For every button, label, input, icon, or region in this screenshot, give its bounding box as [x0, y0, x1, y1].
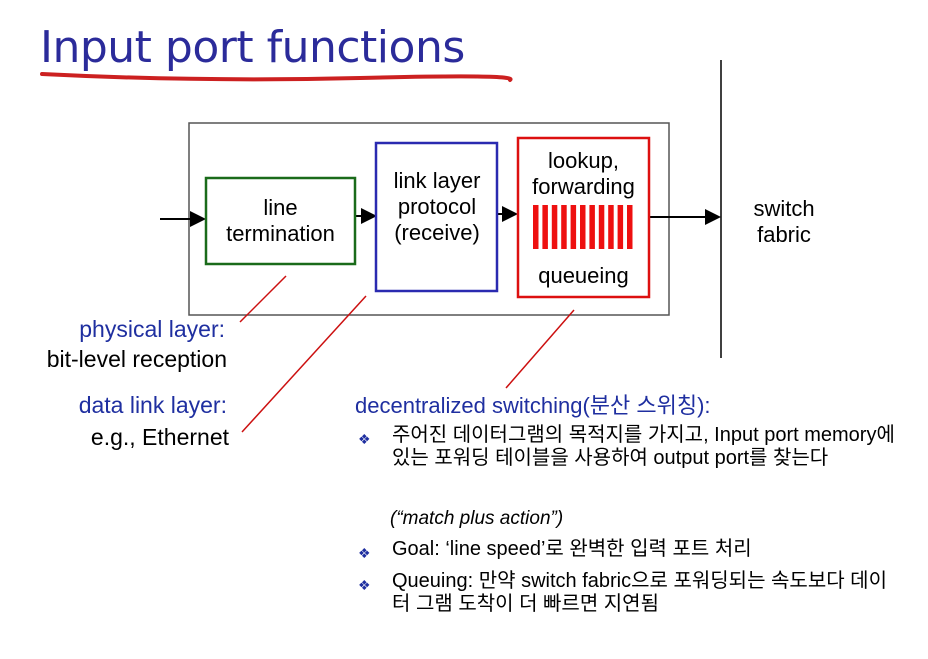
bullet-item: ❖ 주어진 데이터그램의 목적지를 가지고, Input port memory…: [358, 424, 918, 470]
bullet-diamond-icon: ❖: [358, 577, 371, 593]
pointer-datalink: [241, 295, 367, 433]
title-underline: [40, 72, 513, 82]
queue-bar: [551, 205, 558, 249]
queue-bar: [561, 205, 567, 249]
page-title: Input port functions: [40, 22, 465, 73]
bullet-item: ❖ Queuing: 만약 switch fabric으로 포워딩되는 속도보다…: [358, 570, 918, 616]
match-note: (“match plus action”): [390, 508, 564, 529]
queue-bars: [533, 205, 633, 249]
queue-bar: [542, 205, 548, 249]
bullet-diamond-icon: ❖: [358, 545, 371, 561]
switch-fabric-label: switch fabric: [753, 196, 815, 247]
queue-bar: [608, 205, 614, 249]
queue-bar: [617, 205, 624, 249]
line-termination-label: line termination: [226, 195, 335, 246]
bullet-item: ❖ Goal: ‘line speed’로 완벽한 입력 포트 처리: [358, 538, 918, 565]
decentralized-heading: decentralized switching(분산 스위칭):: [355, 393, 711, 418]
queue-bar: [570, 205, 577, 249]
queueing-label: queueing: [538, 263, 629, 288]
link-layer-box: [374, 141, 499, 293]
queue-bar: [580, 205, 586, 249]
bullet-text: Goal: ‘line speed’로 완벽한 입력 포트 처리: [392, 538, 752, 560]
bullet-diamond-icon: ❖: [358, 431, 371, 447]
pointer-decentralized: [505, 309, 575, 389]
lookup-label: lookup, forwarding: [532, 148, 635, 199]
bit-level-label: bit-level reception: [46, 346, 227, 372]
link-layer-label: link layer protocol (receive): [393, 168, 481, 245]
physical-layer-label: physical layer:: [79, 316, 225, 342]
ethernet-label: e.g., Ethernet: [90, 424, 229, 450]
queue-bar: [598, 205, 605, 249]
bullet-text: Queuing: 만약 switch fabric으로 포워딩되는 속도보다 데…: [392, 570, 887, 615]
data-link-layer-label: data link layer:: [78, 392, 227, 418]
queue-bar: [627, 205, 633, 249]
queue-bar: [533, 205, 539, 249]
bullet-text: 주어진 데이터그램의 목적지를 가지고, Input port memory에 …: [392, 424, 895, 469]
pointer-physical: [239, 275, 287, 323]
queue-bar: [589, 205, 595, 249]
line-termination-box: [204, 176, 357, 266]
